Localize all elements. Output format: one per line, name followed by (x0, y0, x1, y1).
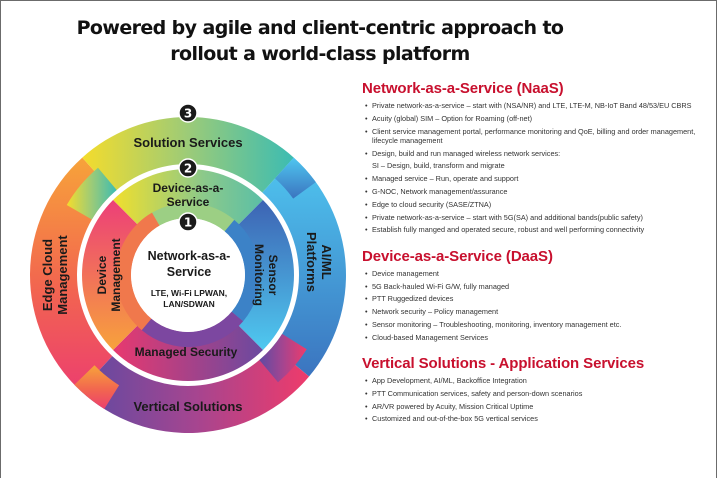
bullet-list: Private network-as-a-service – start wit… (362, 101, 714, 235)
section-naas: Network-as-a-Service (NaaS) Private netw… (362, 80, 714, 235)
section-daas: Device-as-a-Service (DaaS) Device manage… (362, 247, 714, 343)
list-item: Design, build and run managed wireless n… (362, 149, 714, 159)
services-description: Network-as-a-Service (NaaS) Private netw… (362, 80, 714, 435)
center-sub-1: LTE, Wi-Fi LPWAN, (151, 288, 227, 298)
center-title-1: Network-as-a- (148, 249, 231, 263)
inner-label-top-1: Device-as-a- (153, 181, 224, 195)
segment-solution-services (82, 117, 294, 193)
badge-3: 3 (178, 103, 198, 123)
list-item: G-NOC, Network management/assurance (362, 187, 714, 197)
svg-text:Platforms: Platforms (304, 232, 319, 292)
tab-edge-cloud-management (74, 365, 120, 409)
svg-text:Edge Cloud: Edge Cloud (40, 239, 55, 311)
outer-label-top: Solution Services (133, 135, 242, 150)
tab-vertical-solutions-right (259, 333, 307, 383)
outer-label-left: Edge Cloud Management (40, 235, 70, 315)
segment-vertical-solutions (80, 346, 310, 433)
list-item: PTT Ruggedized devices (362, 294, 714, 304)
page-title: Powered by agile and client-centric appr… (0, 15, 640, 67)
accent-band-right (224, 219, 260, 322)
list-item: PTT Communication services, safety and p… (362, 389, 714, 399)
section-heading: Network-as-a-Service (NaaS) (362, 80, 564, 97)
inner-label-right: Sensor Monitoring (252, 244, 280, 306)
inner-label-bottom: Managed Security (135, 345, 238, 359)
outer-label-bottom: Vertical Solutions (133, 399, 242, 414)
service-ring-diagram: Solution Services Vertical Solutions Edg… (29, 103, 346, 433)
list-item: Device management (362, 269, 714, 279)
title-line-1: Powered by agile and client-centric appr… (76, 17, 564, 39)
badge-1: 1 (178, 212, 198, 232)
list-item: Private network-as-a-service – start wit… (362, 101, 714, 111)
section-heading: Vertical Solutions - Application Service… (362, 355, 645, 373)
list-item: 5G Back-hauled Wi-Fi G/W, fully managed (362, 282, 714, 292)
svg-text:3: 3 (184, 107, 192, 121)
bullet-list: App Development, AI/ML, Backoffice Integ… (362, 376, 714, 424)
svg-text:Management: Management (55, 235, 70, 315)
list-item: Acuity (global) SIM – Option for Roaming… (362, 114, 714, 124)
svg-text:2: 2 (184, 162, 192, 176)
list-item: Sensor monitoring – Troubleshooting, mon… (362, 320, 714, 330)
tab-solution-services-left (66, 167, 117, 220)
bullet-list: Device management 5G Back-hauled Wi-Fi G/… (362, 269, 714, 343)
list-item: App Development, AI/ML, Backoffice Integ… (362, 376, 714, 386)
list-item: SI – Design, build, transform and migrat… (372, 161, 505, 171)
list-item: Customized and out-of-the-box 5G vertica… (362, 414, 714, 424)
inner-label-left: Device Management (95, 238, 123, 311)
inner-ring (82, 169, 294, 381)
list-item: Establish fully manged and operated secu… (362, 225, 714, 235)
badge-2: 2 (178, 158, 198, 178)
svg-text:AI/ML: AI/ML (319, 244, 334, 279)
list-item: Managed service – Run, operate and suppo… (362, 174, 714, 184)
tab-ai-ml-platforms (274, 157, 316, 199)
list-item: Edge to cloud security (SASE/ZTNA) (362, 200, 714, 210)
center-sub-2: LAN/SDWAN (163, 299, 214, 309)
list-item: Client service management portal, perfor… (362, 127, 714, 146)
svg-text:Management: Management (109, 238, 123, 311)
title-line-2: rollout a world-class platform (170, 43, 470, 65)
outer-ring (29, 117, 346, 433)
section-vertical-solutions: Vertical Solutions - Application Service… (362, 355, 714, 424)
svg-text:Device: Device (95, 255, 109, 294)
outer-label-right: AI/ML Platforms (304, 232, 334, 292)
svg-text:1: 1 (184, 216, 192, 230)
list-item: Network security – Policy management (362, 307, 714, 317)
center-title-2: Service (167, 265, 212, 279)
list-item: AR/VR powered by Acuity, Mission Critica… (362, 402, 714, 412)
svg-text:Monitoring: Monitoring (252, 244, 266, 306)
list-item: Cloud-based Management Services (362, 333, 714, 343)
segment-ai-ml-platforms (262, 157, 346, 377)
inner-label-top-2: Service (167, 195, 210, 209)
accent-band-left (115, 212, 160, 331)
svg-text:Sensor: Sensor (266, 255, 280, 296)
list-item: Private network-as-a-service – start wit… (362, 213, 714, 223)
section-heading: Device-as-a-Service (DaaS) (362, 247, 553, 265)
center-circle (131, 218, 245, 332)
accent-band-bottom (141, 311, 244, 347)
